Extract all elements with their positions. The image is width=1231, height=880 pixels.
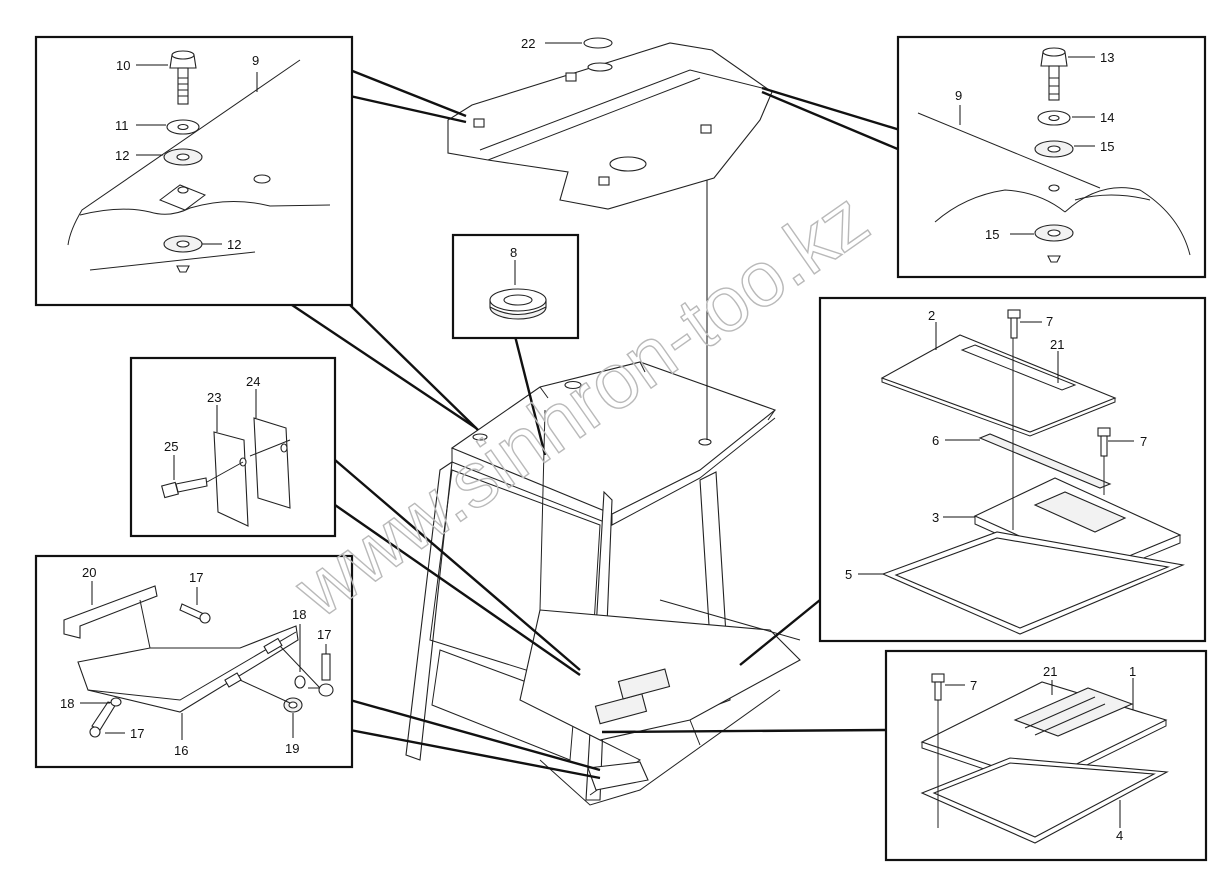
label-6: 6 — [932, 433, 939, 448]
label-23: 23 — [207, 390, 221, 405]
label-19: 19 — [285, 741, 299, 756]
label-15-upper: 15 — [1100, 139, 1114, 154]
label-18-right: 18 — [292, 607, 306, 622]
label-17-right: 17 — [317, 627, 331, 642]
bolt-17-bottom-icon — [89, 701, 117, 738]
bolt-7-top-icon — [1007, 309, 1021, 339]
step-16-icon — [77, 599, 299, 713]
washer-14-icon — [1037, 110, 1071, 126]
label-2: 2 — [928, 308, 935, 323]
label-12-lower: 12 — [227, 237, 241, 252]
washer-15-lower-icon — [1034, 224, 1074, 242]
label-8: 8 — [510, 245, 517, 260]
label-14: 14 — [1100, 110, 1114, 125]
bolt-13-icon — [1040, 47, 1068, 101]
label-17-top: 17 — [189, 570, 203, 585]
grommet-8-icon — [489, 288, 547, 320]
nut-19-icon — [283, 697, 303, 713]
bolt-25-icon — [161, 477, 208, 499]
watermark: www.sinhron-too.kz — [278, 174, 883, 635]
cab-assembly — [405, 178, 801, 806]
label-25: 25 — [164, 439, 178, 454]
callout-lines — [291, 68, 901, 780]
label-4: 4 — [1116, 828, 1123, 843]
gasket-5-icon — [881, 531, 1185, 635]
label-1: 1 — [1129, 664, 1136, 679]
washer-15-upper-icon — [1034, 140, 1074, 158]
label-9-left: 9 — [252, 53, 259, 68]
label-10: 10 — [116, 58, 130, 73]
detail-box-grommet: 8 — [451, 233, 580, 340]
roof-panel — [447, 37, 773, 210]
washer-18-right-icon — [294, 675, 306, 689]
washer-12-lower-icon — [163, 235, 203, 253]
label-20: 20 — [82, 565, 96, 580]
detail-box-step: 20 17 18 17 18 17 16 19 — [34, 554, 354, 769]
label-21-upper: 21 — [1050, 337, 1064, 352]
label-22: 22 — [521, 36, 535, 51]
label-13: 13 — [1100, 50, 1114, 65]
label-18-left: 18 — [60, 696, 74, 711]
label-21-lower: 21 — [1043, 664, 1057, 679]
detail-box-roof-fastener-left: 10 11 12 12 9 — [34, 35, 354, 307]
label-3: 3 — [932, 510, 939, 525]
label-5: 5 — [845, 567, 852, 582]
washer-11-icon — [166, 119, 200, 135]
label-11: 11 — [115, 118, 129, 133]
label-7-bottom: 7 — [970, 678, 977, 693]
bolt-10-icon — [169, 50, 197, 105]
washer-12-upper-icon — [163, 148, 203, 166]
label-9-right: 9 — [955, 88, 962, 103]
plate-2-icon — [880, 334, 1117, 437]
detail-box-floor-mat: 7 21 1 4 — [884, 649, 1208, 862]
detail-box-seals: 23 24 25 — [129, 356, 337, 538]
detail-box-floor-hatch: 2 7 21 6 7 3 5 — [818, 296, 1207, 643]
bracket-20-icon — [63, 585, 158, 639]
label-7-top: 7 — [1046, 314, 1053, 329]
gasket-4-icon — [920, 757, 1169, 844]
label-17-bottom: 17 — [130, 726, 144, 741]
label-24: 24 — [246, 374, 260, 389]
detail-box-roof-fastener-right: 13 14 15 15 9 — [896, 35, 1207, 279]
seal-23-icon — [213, 431, 249, 527]
bolt-17-top-icon — [179, 603, 211, 624]
bolt-17-right-icon — [308, 653, 334, 697]
washer-18-left-icon — [110, 697, 122, 707]
seal-24-icon — [253, 417, 291, 509]
label-15-lower: 15 — [985, 227, 999, 242]
label-16: 16 — [174, 743, 188, 758]
label-12-upper: 12 — [115, 148, 129, 163]
label-7-mid: 7 — [1140, 434, 1147, 449]
